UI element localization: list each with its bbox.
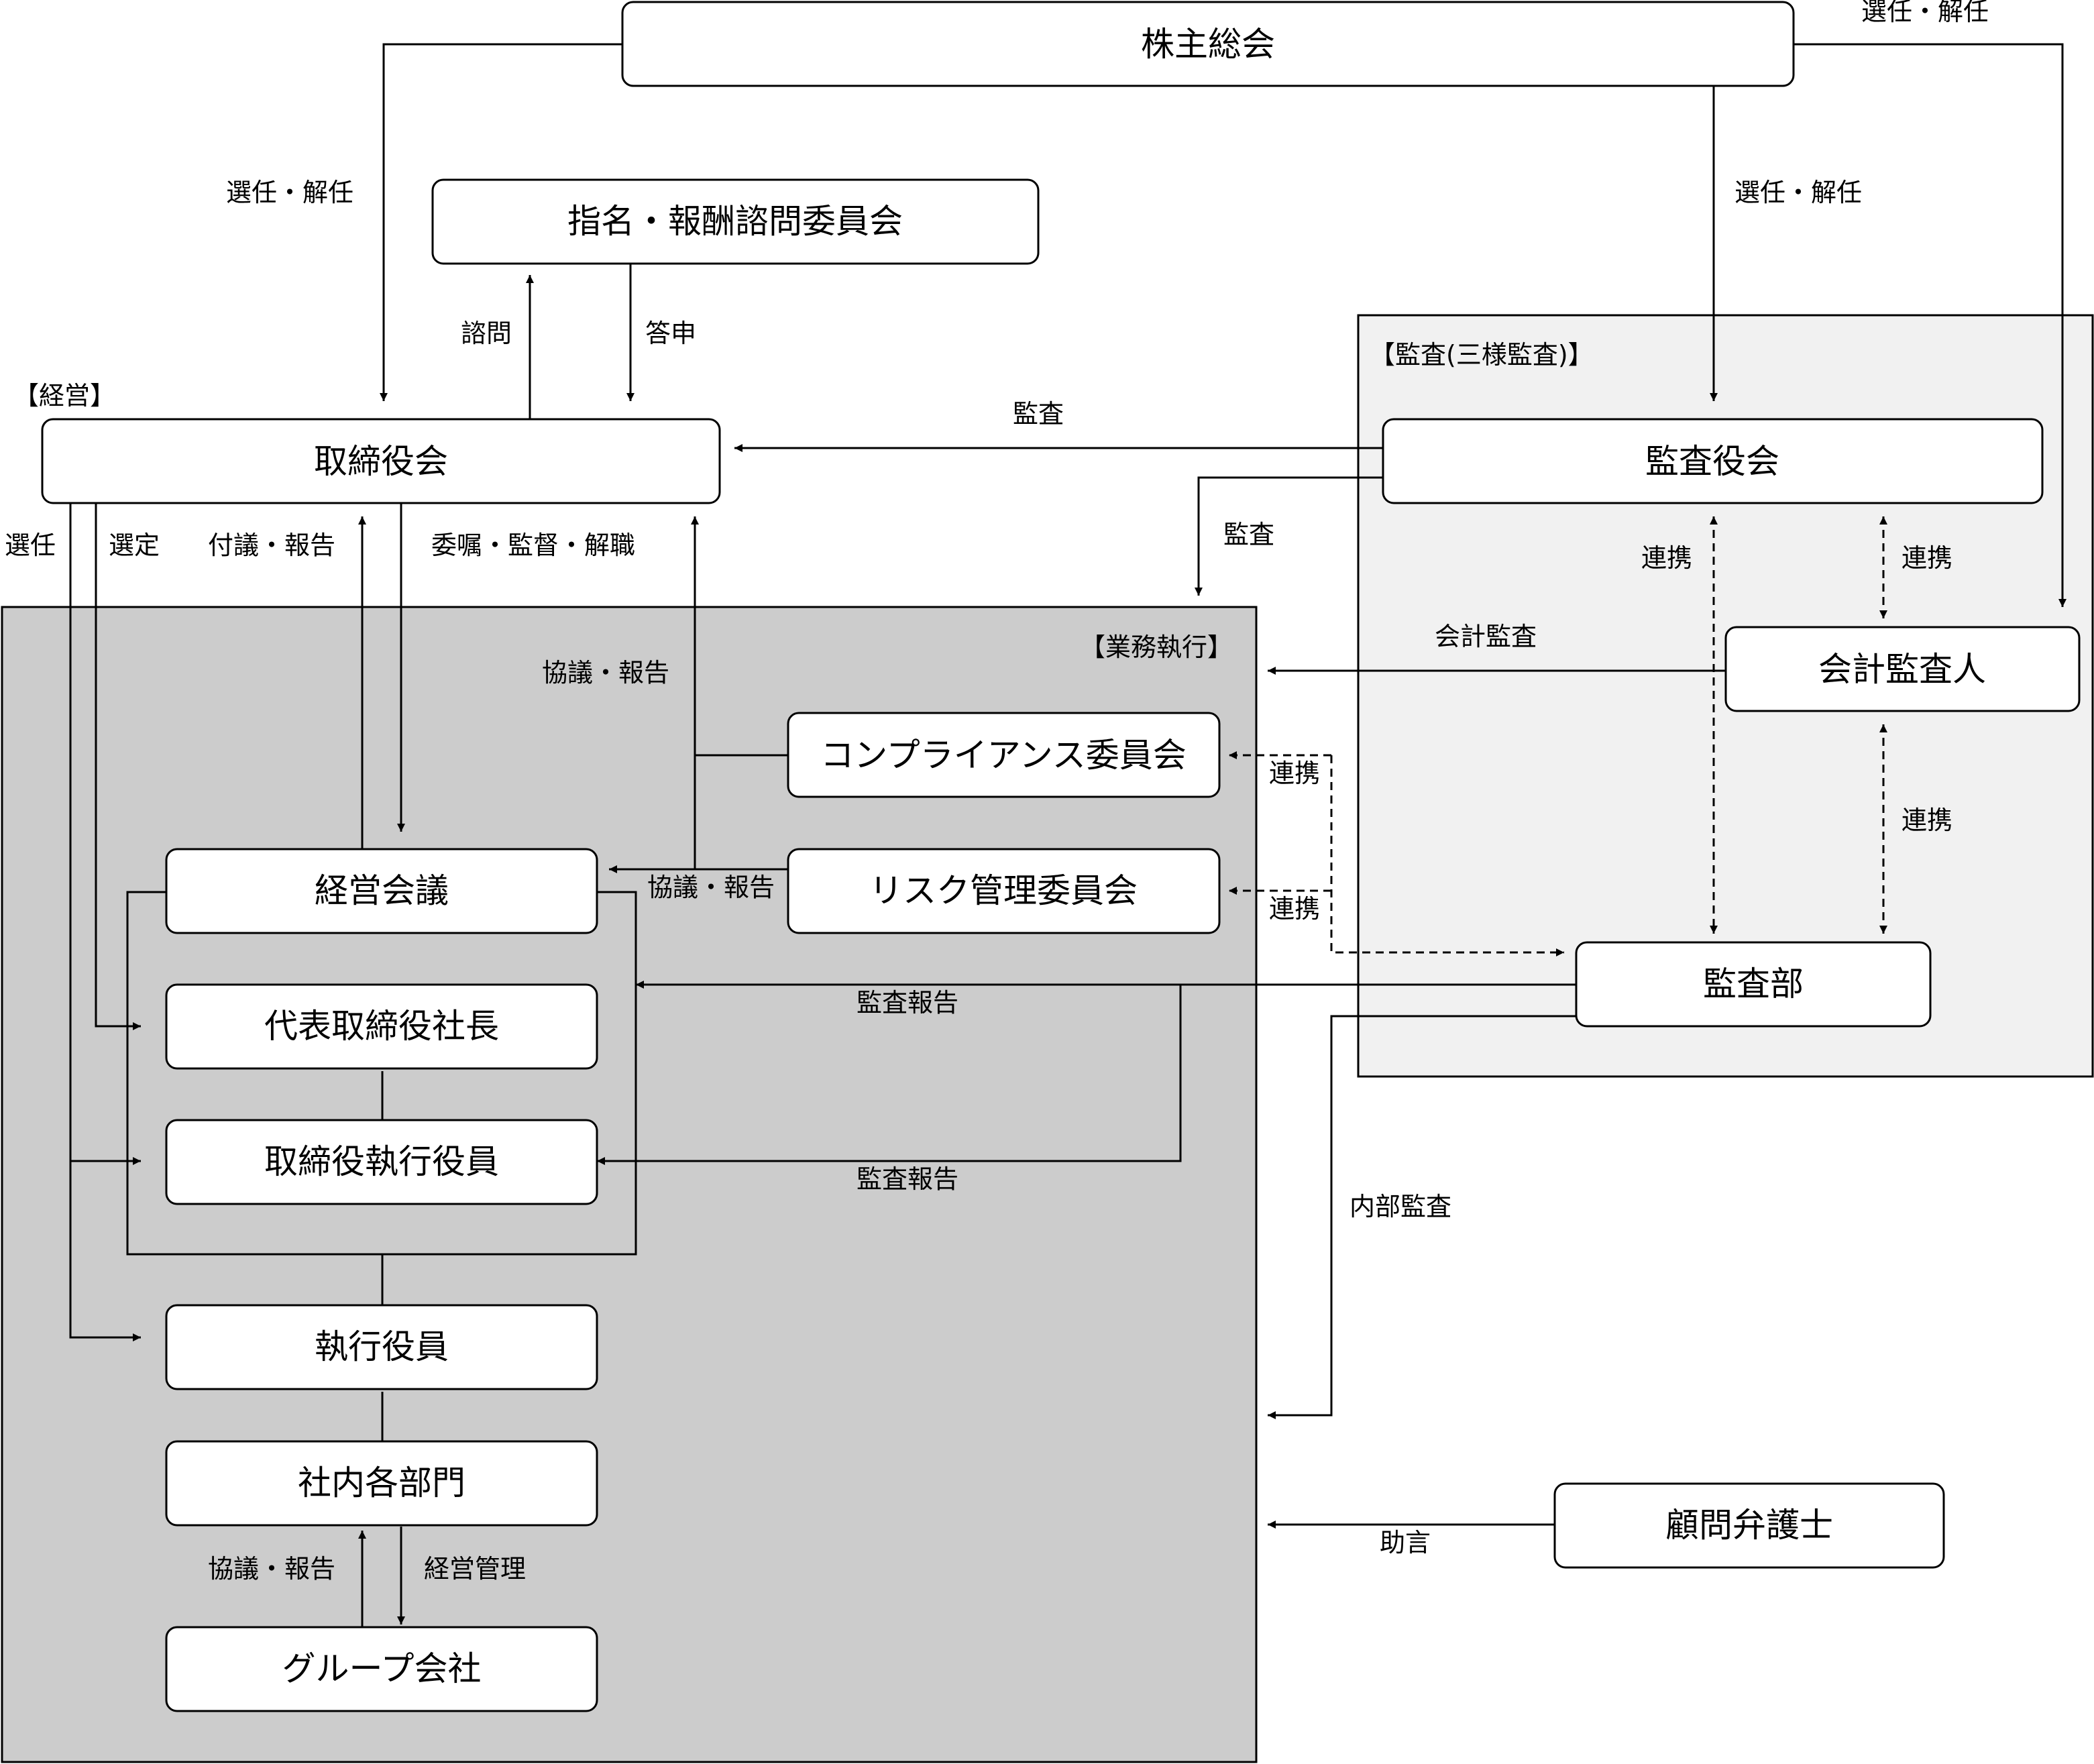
- node-board-label: 取締役会: [314, 442, 448, 481]
- label-report-back: 答申: [645, 319, 696, 348]
- node-group-companies-label: グループ会社: [282, 1649, 482, 1688]
- label-coop-2: 連携: [1902, 543, 1952, 573]
- audit-group-label: 【監査(三様監査)】: [1370, 340, 1594, 370]
- management-group-label: 【経営】: [13, 381, 115, 410]
- node-shareholders-label: 株主総会: [1141, 25, 1275, 64]
- edge-shareholders-accountingauditor: [1794, 43, 2067, 607]
- label-select: 選定: [109, 531, 160, 560]
- node-shareholders: 株主総会: [621, 1, 1795, 87]
- node-management-meeting-label: 経営会議: [315, 871, 449, 910]
- label-elect-dismiss-audit: 選任・解任: [1734, 178, 1862, 207]
- node-executive-officer-label: 執行役員: [315, 1327, 449, 1366]
- label-group-management: 経営管理: [424, 1554, 526, 1584]
- edge-select-president: [95, 503, 141, 1030]
- label-elect-dismiss-top: 選任・解任: [1861, 0, 1989, 26]
- node-risk-committee-label: リスク管理委員会: [869, 871, 1138, 910]
- connectors: [69, 43, 2067, 1627]
- node-executive-director: 取締役執行役員: [165, 1119, 598, 1205]
- node-accounting-auditor-label: 会計監査人: [1818, 650, 1986, 689]
- node-legal-advisor: 顧問弁護士: [1553, 1482, 1945, 1569]
- label-advice: 助言: [1380, 1528, 1431, 1557]
- label-group-consult-report: 協議・報告: [208, 1554, 335, 1584]
- node-board: 取締役会: [41, 418, 721, 504]
- node-president-label: 代表取締役社長: [264, 1007, 499, 1046]
- node-departments-label: 社内各部門: [298, 1464, 465, 1502]
- label-elect: 選任: [5, 531, 56, 560]
- label-coop-3: 連携: [1902, 806, 1952, 835]
- label-consult: 諮問: [461, 319, 512, 348]
- node-audit-board-label: 監査役会: [1645, 442, 1779, 481]
- node-audit-department-label: 監査部: [1703, 964, 1804, 1003]
- label-consult-report-compliance: 協議・報告: [542, 658, 669, 687]
- node-nomination-committee: 指名・報酬諮問委員会: [431, 178, 1040, 265]
- node-audit-department: 監査部: [1575, 941, 1932, 1028]
- label-elect-dismiss-board: 選任・解任: [226, 178, 353, 207]
- edge-auditboard-execution: [1195, 476, 1383, 596]
- edge-internal-audit: [1268, 1015, 1582, 1419]
- node-compliance-committee-label: コンプライアンス委員会: [820, 736, 1187, 775]
- node-executive-officer: 執行役員: [165, 1304, 598, 1390]
- edge-elect-execofficer: [69, 503, 141, 1341]
- node-departments: 社内各部門: [165, 1440, 598, 1527]
- edge-shareholders-board: [380, 43, 622, 401]
- node-management-meeting: 経営会議: [165, 848, 598, 934]
- execution-group-label: 【業務執行】: [1080, 632, 1233, 662]
- node-accounting-auditor: 会計監査人: [1724, 626, 2081, 712]
- edge-labels: 選任・解任 選任・解任 選任・解任 諮問 答申 監査 監査 選任 選定 付議・報…: [5, 0, 1989, 1584]
- label-coop-4: 連携: [1269, 759, 1320, 788]
- node-executive-director-label: 取締役執行役員: [264, 1142, 499, 1181]
- label-audit-report-1: 監査報告: [857, 988, 958, 1017]
- label-coop-5: 連携: [1269, 894, 1320, 924]
- label-audit-to-execution: 監査: [1223, 520, 1274, 549]
- node-nomination-committee-label: 指名・報酬諮問委員会: [567, 202, 903, 241]
- label-audit-to-board: 監査: [1013, 399, 1064, 429]
- label-entrust: 委嘱・監督・解職: [431, 531, 635, 560]
- coop-committees-auditdept: [1330, 755, 1564, 956]
- node-risk-committee: リスク管理委員会: [787, 848, 1221, 934]
- node-group-companies: グループ会社: [165, 1626, 598, 1712]
- node-compliance-committee: コンプライアンス委員会: [787, 712, 1221, 798]
- label-consult-report-risk: 協議・報告: [647, 873, 775, 902]
- edge-audit-report-2: [597, 985, 1182, 1165]
- label-internal-audit: 内部監査: [1349, 1192, 1451, 1221]
- label-agenda-report: 付議・報告: [208, 531, 335, 560]
- node-president: 代表取締役社長: [165, 983, 598, 1070]
- label-coop-1: 連携: [1641, 543, 1692, 573]
- node-audit-board: 監査役会: [1382, 418, 2044, 504]
- label-accounting-audit: 会計監査: [1435, 622, 1537, 651]
- label-audit-report-2: 監査報告: [857, 1164, 958, 1194]
- node-legal-advisor-label: 顧問弁護士: [1665, 1506, 1833, 1545]
